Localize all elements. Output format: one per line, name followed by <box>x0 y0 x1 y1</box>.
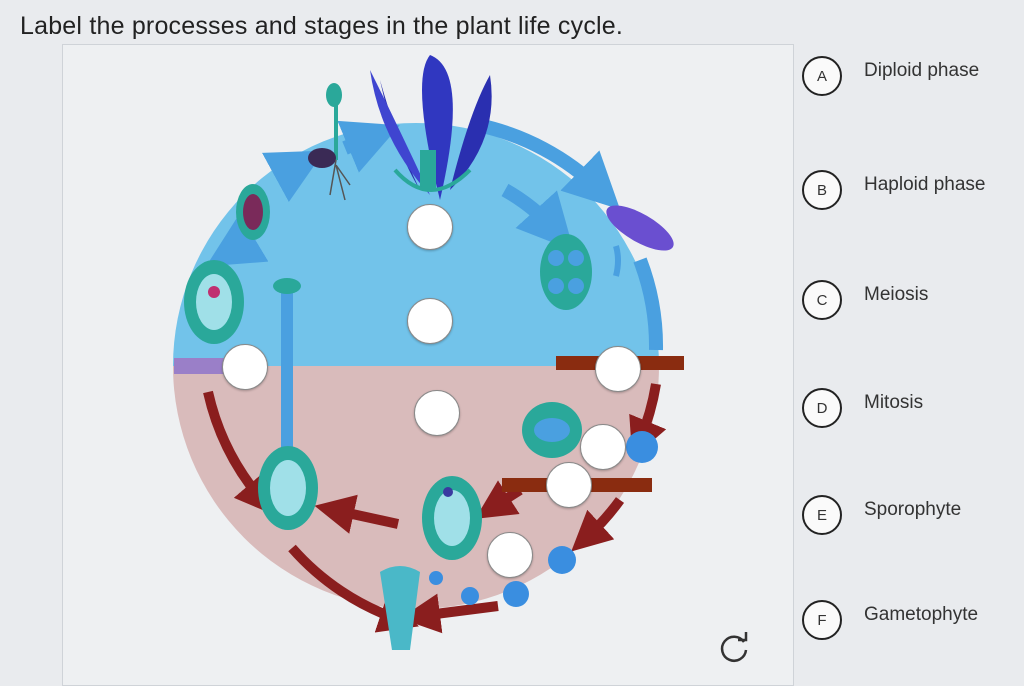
option-f-label: Gametophyte <box>864 604 979 625</box>
option-b-label: Haploid phase <box>864 174 986 195</box>
option-c-badge: C <box>802 280 842 320</box>
megasporangium-illustration <box>522 402 582 458</box>
option-mitosis[interactable]: D Mitosis <box>802 388 1017 432</box>
spore-illustrations <box>429 431 658 607</box>
option-f-badge: F <box>802 600 842 640</box>
diploid-arrows <box>205 118 664 351</box>
option-sporophyte[interactable]: E Sporophyte <box>802 495 1017 539</box>
option-e-badge: E <box>802 495 842 535</box>
option-b-badge: B <box>802 170 842 210</box>
ovule-middle-illustration <box>422 476 482 560</box>
rotate-cw-icon[interactable] <box>716 630 752 666</box>
drop-target-2[interactable] <box>407 298 453 344</box>
seed-illustration <box>236 184 270 240</box>
stamen-illustration <box>606 205 674 277</box>
option-a-badge: A <box>802 56 842 96</box>
option-diploid-phase[interactable]: A Diploid phase <box>802 56 1017 100</box>
drop-target-6[interactable] <box>580 424 626 470</box>
drop-target-3[interactable] <box>414 390 460 436</box>
option-e-label: Sporophyte <box>864 499 962 520</box>
pistil-bottom-illustration <box>380 566 420 650</box>
seedling-illustration <box>308 83 351 201</box>
drop-target-7[interactable] <box>546 462 592 508</box>
option-d-badge: D <box>802 388 842 428</box>
drop-target-8[interactable] <box>487 532 533 578</box>
ovule-left-illustration <box>184 260 244 344</box>
drop-target-5[interactable] <box>595 346 641 392</box>
option-c-label: Meiosis <box>864 284 929 305</box>
fertilization-bar <box>174 358 230 374</box>
option-meiosis[interactable]: C Meiosis <box>802 280 1017 324</box>
option-d-label: Mitosis <box>864 392 924 413</box>
drop-target-4[interactable] <box>222 344 268 390</box>
anther-illustration <box>540 234 592 310</box>
drop-target-1[interactable] <box>407 204 453 250</box>
option-a-label: Diploid phase <box>864 60 980 81</box>
option-gametophyte[interactable]: F Gametophyte <box>802 600 1017 644</box>
pistil-illustration <box>258 278 318 530</box>
flower-illustration <box>370 55 492 200</box>
option-haploid-phase[interactable]: B Haploid phase <box>802 170 1017 214</box>
question-title: Label the processes and stages in the pl… <box>20 12 624 40</box>
